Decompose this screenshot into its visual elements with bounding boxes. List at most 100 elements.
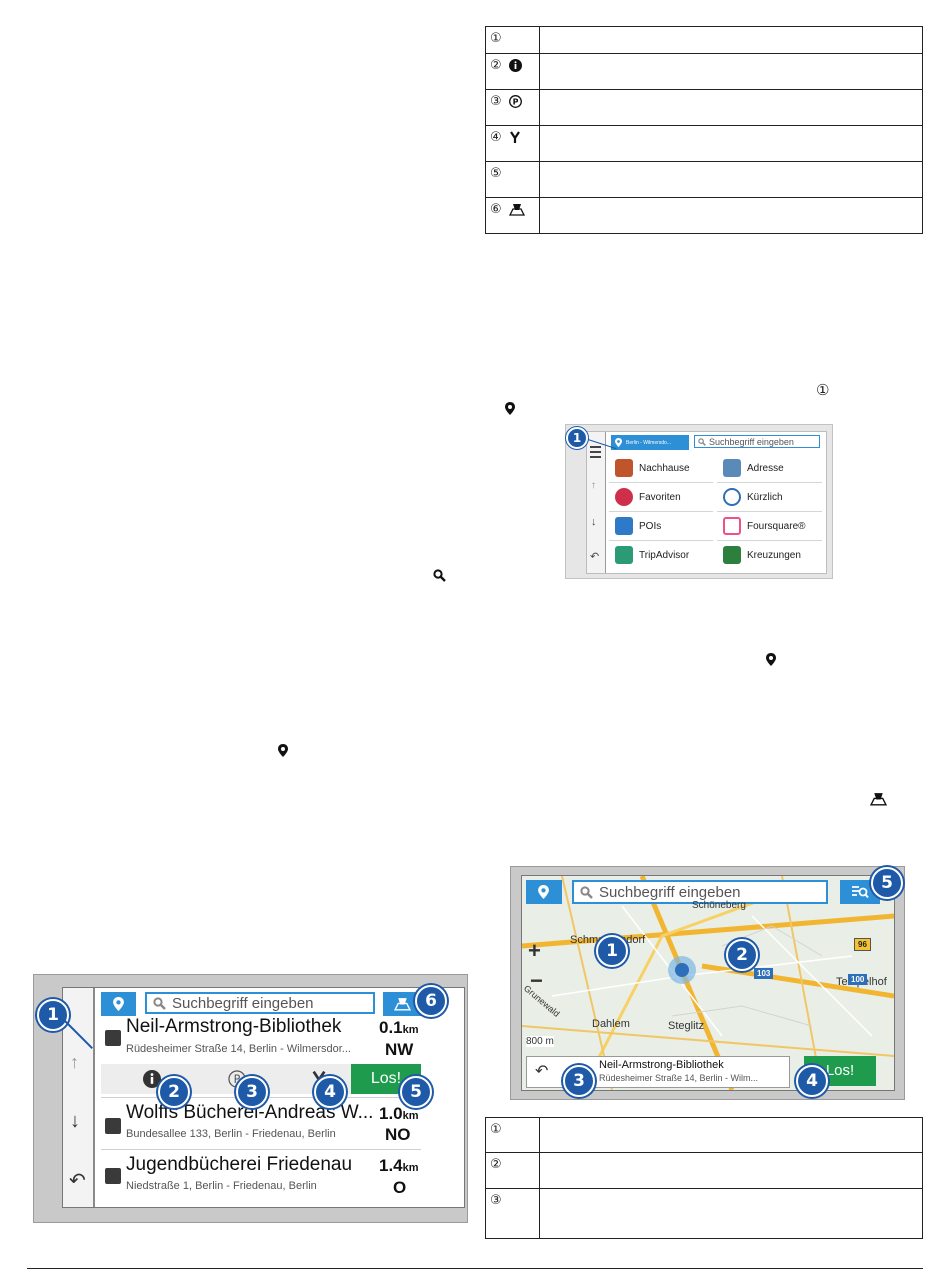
result-direction: NO — [385, 1125, 411, 1144]
legend-number: ④ — [490, 130, 502, 145]
legend-row: ① — [485, 26, 923, 54]
bottom-legend-table: ① ② ③ — [485, 1117, 923, 1239]
result-title[interactable]: Neil-Armstrong-Bibliothek — [126, 1016, 342, 1037]
legend-description — [539, 125, 923, 162]
category-label: POIs — [639, 520, 662, 532]
legend-row: ① — [485, 1117, 923, 1153]
search-input[interactable]: Suchbegriff eingeben — [145, 992, 375, 1014]
fork-icon — [509, 131, 520, 143]
poi-icon — [615, 517, 633, 535]
location-pin-icon — [278, 744, 288, 757]
result-distance: 1.0km — [379, 1104, 419, 1123]
divider — [101, 1149, 421, 1150]
location-pin-icon — [538, 885, 549, 899]
legend-number: ② — [490, 58, 502, 73]
place-label: Steglitz — [668, 1020, 705, 1032]
zoom-in-button[interactable]: + — [528, 938, 541, 963]
intersection-icon — [723, 546, 741, 564]
search-results-screenshot: ↑ ↓ ↶ Suchbegriff eingeben Neil-Armstron… — [33, 974, 468, 1223]
callout-1: 1 — [596, 935, 628, 967]
legend-row: ⑤ — [485, 161, 923, 198]
result-direction: NW — [385, 1040, 414, 1059]
callout-3: 3 — [563, 1065, 595, 1097]
category-label: Kreuzungen — [747, 549, 801, 561]
callout-1: 1 — [37, 999, 69, 1031]
result-title[interactable]: Wolffs Bücherei-Andreas W... — [126, 1102, 374, 1123]
category-label: Adresse — [747, 462, 784, 474]
legend-row: ③ P — [485, 89, 923, 126]
library-icon — [105, 1030, 121, 1046]
legend-description — [539, 26, 923, 54]
result-distance: 0.1km — [379, 1018, 419, 1037]
result-distance: 1.4km — [379, 1156, 419, 1175]
parking-icon: P — [508, 95, 522, 108]
library-icon — [105, 1118, 121, 1134]
back-icon[interactable]: ↶ — [590, 551, 600, 563]
category-favoriten[interactable]: Favoriten — [609, 483, 713, 512]
map-results-screenshot: Suchbegriff eingeben + − Schöneberg Schm… — [510, 866, 905, 1100]
legend-number: ⑤ — [485, 161, 540, 198]
info-icon[interactable] — [143, 1070, 161, 1088]
scroll-up-icon[interactable]: ↑ — [70, 1052, 79, 1072]
foursquare-icon — [723, 517, 741, 535]
back-icon[interactable]: ↶ — [69, 1170, 86, 1192]
callout-1: 1 — [566, 427, 588, 449]
legend-description — [539, 53, 923, 90]
map-view-button[interactable] — [383, 992, 421, 1016]
svg-text:P: P — [234, 1073, 241, 1086]
scroll-down-icon[interactable]: ↓ — [591, 516, 597, 528]
category-label: Favoriten — [639, 491, 681, 503]
category-pois[interactable]: POIs — [609, 512, 713, 541]
category-label: Foursquare® — [747, 520, 806, 532]
scroll-up-icon[interactable]: ↑ — [591, 480, 596, 491]
zoom-out-button[interactable]: − — [530, 968, 543, 993]
category-kreuzungen[interactable]: Kreuzungen — [717, 541, 822, 569]
top-legend-table: ① ② ③ P ④ ⑤ ⑥ — [485, 26, 923, 234]
search-icon — [153, 996, 166, 1010]
heart-icon — [615, 488, 633, 506]
scroll-down-icon[interactable]: ↓ — [70, 1110, 80, 1132]
category-nachhause[interactable]: Nachhause — [609, 454, 713, 483]
category-menu-screenshot: ↑ ↓ ↶ Berlin - Wilmersdo... Suchbegriff … — [565, 424, 833, 579]
result-address: Rüdesheimer Straße 14, Berlin - Wilm... — [599, 1073, 759, 1083]
result-address: Rüdesheimer Straße 14, Berlin - Wilmersd… — [126, 1043, 351, 1055]
menu-icon[interactable] — [590, 446, 601, 458]
legend-description — [539, 161, 923, 198]
callout-5: 5 — [871, 867, 903, 899]
category-label: Nachhause — [639, 462, 690, 474]
legend-number: ① — [485, 26, 540, 54]
legend-number: ③ — [485, 1188, 540, 1239]
callout-4: 4 — [314, 1076, 346, 1108]
category-kuerzlich[interactable]: Kürzlich — [717, 483, 822, 512]
map-background — [522, 876, 894, 1090]
map-view-icon — [508, 204, 525, 216]
category-tripadvisor[interactable]: TripAdvisor — [609, 541, 713, 569]
legend-description — [539, 89, 923, 126]
location-button[interactable] — [101, 992, 136, 1016]
legend-row: ② — [485, 53, 923, 90]
road-badge: 103 — [754, 968, 774, 979]
callout-4: 4 — [796, 1065, 828, 1097]
location-pin-icon — [505, 402, 515, 415]
category-foursquare[interactable]: Foursquare® — [717, 512, 822, 541]
road-badge: 100 — [848, 974, 868, 985]
clock-icon — [723, 488, 741, 506]
search-input[interactable]: Suchbegriff eingeben — [572, 880, 828, 904]
place-label: Schöneberg — [692, 900, 746, 911]
location-chip[interactable]: Berlin - Wilmersdo... — [611, 435, 689, 450]
category-adresse[interactable]: Adresse — [717, 454, 822, 483]
tripadvisor-icon — [615, 546, 633, 564]
legend-description — [539, 1188, 923, 1239]
callout-2: 2 — [158, 1076, 190, 1108]
search-input[interactable]: Suchbegriff eingeben — [694, 435, 820, 448]
back-icon[interactable]: ↶ — [535, 1063, 549, 1080]
legend-row: ④ — [485, 125, 923, 162]
result-title: Neil-Armstrong-Bibliothek — [599, 1059, 724, 1071]
search-icon — [433, 569, 446, 582]
location-pin-icon — [766, 653, 776, 666]
result-title[interactable]: Jugendbücherei Friedenau — [126, 1154, 353, 1175]
callout-2: 2 — [726, 939, 758, 971]
search-icon — [580, 885, 593, 899]
location-button[interactable] — [526, 880, 562, 904]
legend-description — [539, 197, 923, 234]
